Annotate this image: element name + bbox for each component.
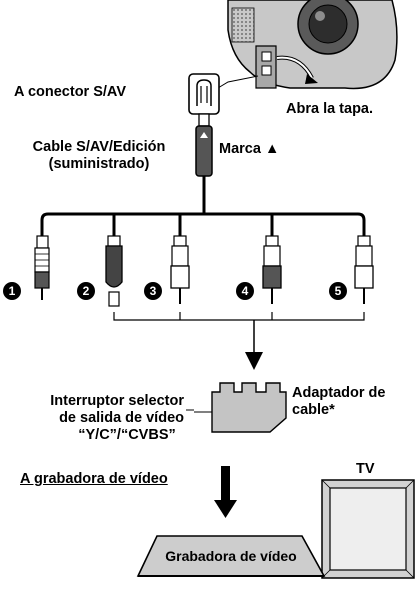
camcorder (227, 0, 398, 90)
plug-2 (105, 235, 123, 307)
plug-1 (34, 235, 50, 300)
plug-number-5: 5 (329, 282, 347, 300)
television (321, 479, 415, 579)
tv-label: TV (356, 461, 375, 477)
vcr (136, 535, 326, 577)
plug-number-4: 4 (236, 282, 254, 300)
plug-4 (262, 235, 282, 304)
open-lid-label: Abra la tapa. (286, 101, 374, 117)
plug-3 (170, 235, 190, 304)
cable-adapter (186, 382, 287, 433)
plug-number-2: 2 (77, 282, 95, 300)
cable-label-line2: (suministrado) (48, 156, 150, 172)
plug-5 (354, 235, 374, 304)
cable-branches (40, 202, 366, 236)
arrow-to-vcr (214, 466, 237, 518)
switch-label-line2: de salida de vídeo (59, 410, 184, 426)
connector-label: A conector S/AV (14, 84, 126, 100)
mark-label: Marca ▲ (219, 141, 280, 157)
cable-label-line1: Cable S/AV/Edición (32, 139, 166, 155)
adapter-label-line2: cable* (292, 402, 335, 418)
plug-number-1: 1 (3, 282, 21, 300)
group-bracket (113, 312, 365, 370)
to-vcr-label: A grabadora de vídeo (20, 471, 168, 487)
s-av-connector (188, 73, 259, 115)
triangle-mark-icon (200, 132, 208, 138)
switch-label-line3: “Y/C”/“CVBS” (78, 427, 176, 443)
switch-label-line1: Interruptor selector (50, 393, 184, 409)
vcr-label: Grabadora de vídeo (165, 548, 297, 564)
s-av-cable (195, 113, 213, 202)
plug-number-3: 3 (144, 282, 162, 300)
adapter-label-line1: Adaptador de (292, 385, 386, 401)
